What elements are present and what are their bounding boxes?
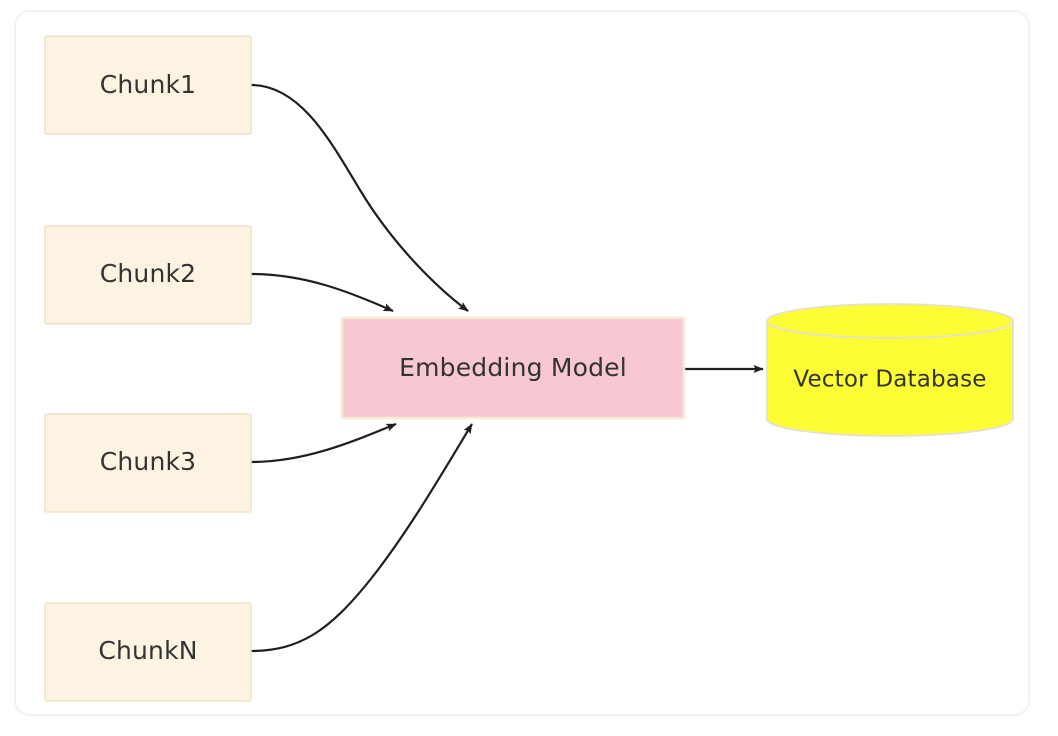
edge-chunkn-to-model (250, 423, 473, 653)
vector-database-label: Vector Database (793, 367, 986, 393)
edge-chunk1-to-model (250, 83, 469, 312)
edge-layer (250, 83, 764, 653)
chunk2-label: Chunk2 (100, 259, 197, 288)
edge-chunk3-to-model (250, 422, 397, 464)
chunk3-box[interactable] (44, 413, 252, 513)
node-embedding-model[interactable]: Embedding Model (340, 316, 686, 420)
node-chunkn[interactable]: ChunkN (44, 602, 252, 702)
embedding-model-box[interactable] (340, 316, 686, 420)
chunk1-box[interactable] (44, 35, 252, 135)
node-chunk1[interactable]: Chunk1 (44, 35, 252, 135)
chunk1-label: Chunk1 (100, 70, 197, 99)
vector-database-cylinder-top (766, 303, 1014, 339)
embedding-model-label: Embedding Model (399, 353, 627, 382)
vector-database-cylinder-body[interactable] (766, 320, 1014, 437)
chunk2-box[interactable] (44, 225, 252, 325)
node-vector-database[interactable]: Vector Database (766, 303, 1014, 437)
chunkn-box[interactable] (44, 602, 252, 702)
chunkn-label: ChunkN (98, 636, 197, 665)
chunk3-label: Chunk3 (100, 447, 197, 476)
edge-chunk2-to-model (250, 272, 394, 313)
node-chunk3[interactable]: Chunk3 (44, 413, 252, 513)
node-chunk2[interactable]: Chunk2 (44, 225, 252, 325)
